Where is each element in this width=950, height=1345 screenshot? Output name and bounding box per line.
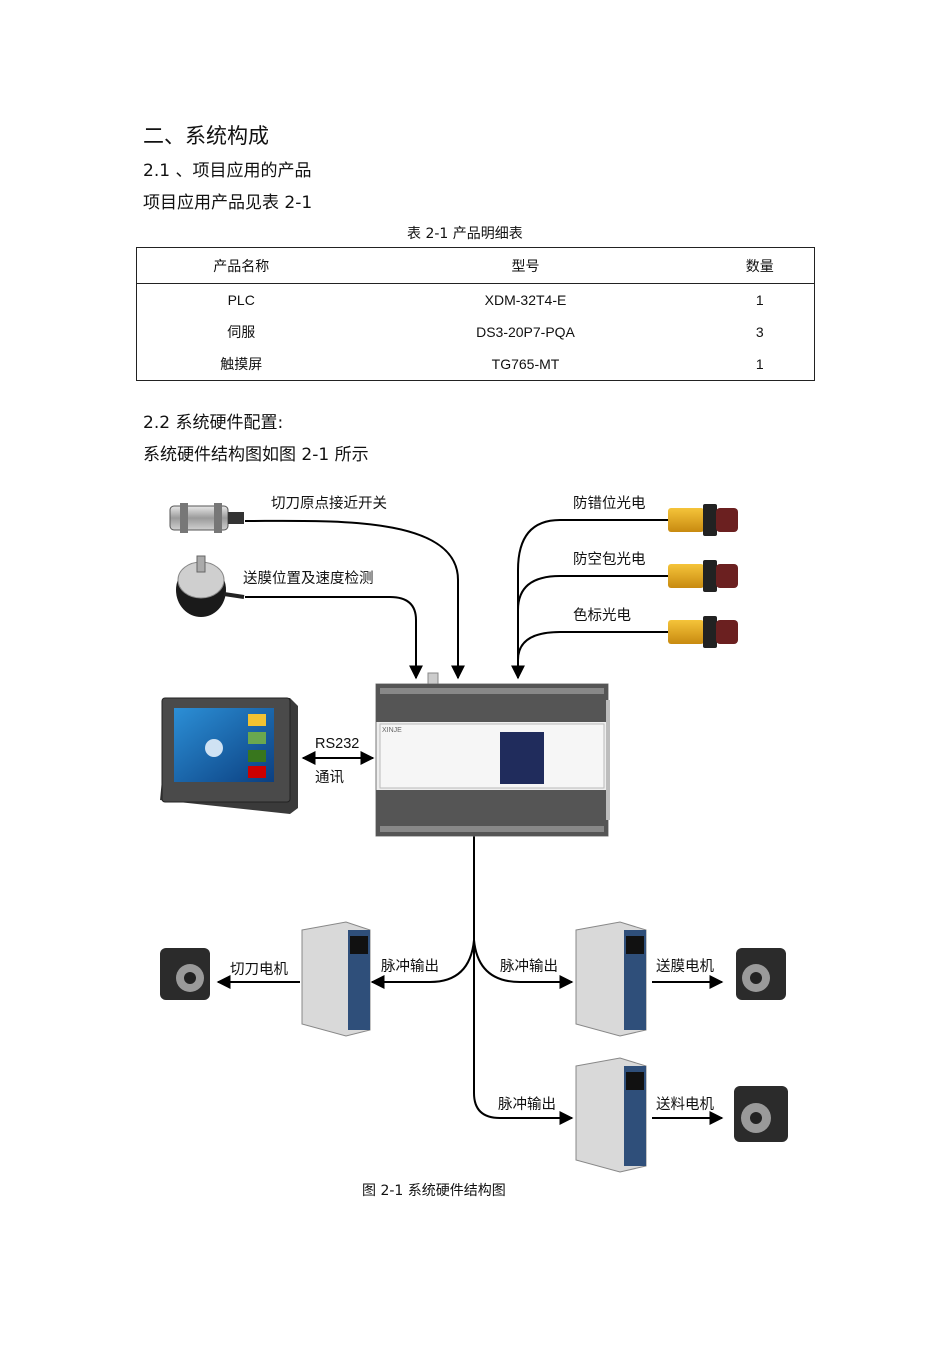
sensor-empty-line: [517, 575, 668, 611]
sensor-color-label: 色标光电: [573, 608, 631, 624]
servo-drive-icon: [575, 921, 647, 1037]
encoder-label: 送膜位置及速度检测: [243, 571, 374, 587]
photoelectric-sensor-icon: [668, 560, 738, 592]
table-cell: 1: [755, 356, 764, 372]
pulse-left-line: [370, 939, 475, 989]
subsection-2-2-title: 2.2 系统硬件配置:: [143, 413, 284, 433]
pulse-left-label: 脉冲输出: [381, 959, 439, 975]
intro-2-2: 系统硬件结构图如图 2-1 所示: [143, 445, 369, 465]
pulse-bottom-line: [473, 1092, 574, 1125]
table-cell: 3: [755, 324, 764, 340]
table-cell: 触摸屏: [220, 357, 263, 373]
encoder-line: [245, 596, 423, 680]
table-caption: 表 2-1 产品明细表: [407, 226, 523, 242]
comm-label: 通讯: [315, 770, 344, 786]
sensor-misplace-label: 防错位光电: [573, 496, 646, 512]
table-row: 触摸屏 TG765-MT 1: [137, 348, 815, 381]
table-cell: PLC: [227, 292, 255, 308]
section-title: 二、系统构成: [143, 124, 269, 148]
table-cell: 1: [755, 292, 764, 308]
plc-brand-label: XINJE: [382, 727, 402, 734]
proximity-switch-line: [244, 519, 465, 680]
cutter-motor-label: 切刀电机: [230, 962, 288, 978]
table-header-name: 产品名称: [136, 247, 346, 284]
table-cell: TG765-MT: [491, 356, 560, 372]
table-header-model: 型号: [345, 247, 706, 284]
servo-motor-icon: [736, 948, 786, 1000]
proximity-switch-icon: [169, 503, 244, 533]
servo-motor-icon: [734, 1086, 788, 1142]
pulse-bottom-label: 脉冲输出: [498, 1097, 556, 1113]
table-cell: DS3-20P7-PQA: [476, 324, 575, 340]
sensor-empty-label: 防空包光电: [573, 552, 646, 568]
photoelectric-sensor-icon: [668, 504, 738, 536]
proximity-switch-label: 切刀原点接近开关: [271, 496, 387, 512]
rs232-label: RS232: [315, 736, 360, 752]
table-header-row: 产品名称 型号 数量: [136, 247, 815, 284]
servo-drive-icon: [575, 1057, 647, 1173]
table-cell: XDM-32T4-E: [484, 292, 567, 308]
servo-motor-icon: [160, 948, 210, 1000]
product-table: 产品名称 型号 数量 PLC XDM-32T4-E 1 伺服 DS3-20P7-…: [136, 247, 815, 381]
pulse-right-line: [473, 939, 574, 989]
sensor-color-line: [517, 631, 668, 661]
film-motor-label: 送膜电机: [656, 959, 714, 975]
touch-screen-icon: [160, 697, 298, 814]
table-header-qty: 数量: [705, 247, 815, 284]
feed-motor-label: 送料电机: [656, 1097, 714, 1113]
servo-drive-icon: [301, 921, 371, 1037]
intro-2-1: 项目应用产品见表 2-1: [143, 193, 313, 213]
table-cell: 伺服: [227, 325, 256, 341]
plc-icon: [375, 672, 610, 837]
subsection-2-1-title: 2.1 、项目应用的产品: [143, 161, 312, 181]
sensor-misplace-line: [511, 519, 668, 680]
table-row: PLC XDM-32T4-E 1: [137, 284, 815, 317]
figure-caption: 图 2-1 系统硬件结构图: [362, 1183, 506, 1199]
table-row: 伺服 DS3-20P7-PQA 3: [137, 316, 815, 348]
encoder-icon: [176, 555, 245, 617]
photoelectric-sensor-icon: [668, 616, 738, 648]
pulse-right-label: 脉冲输出: [500, 959, 558, 975]
